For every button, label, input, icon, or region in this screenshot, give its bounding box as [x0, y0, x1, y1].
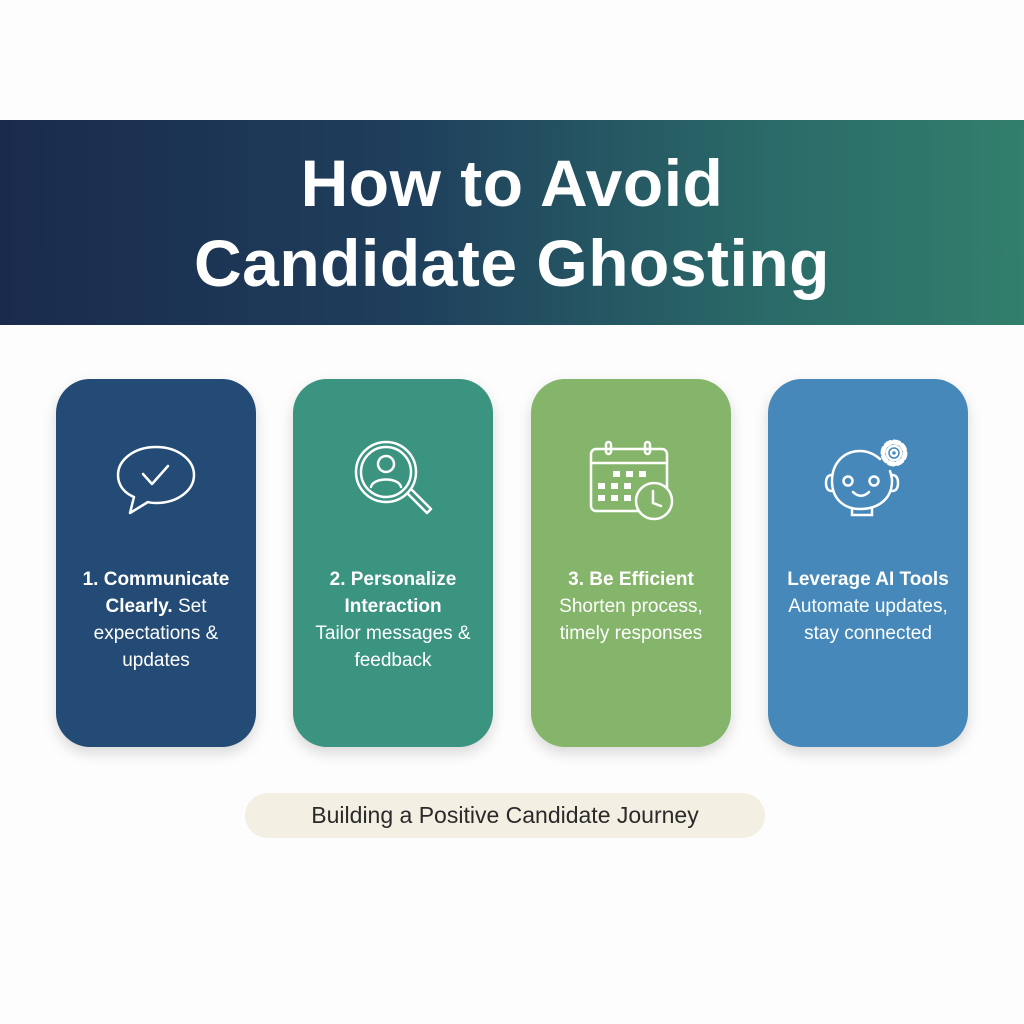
title-line-2: Candidate Ghosting — [194, 225, 830, 300]
card-title: 2. Personalize Interaction — [329, 569, 457, 617]
card-body: Automate updates, stay connected — [788, 596, 948, 644]
card-communicate: 1. Communicate Clearly. Set expectations… — [56, 379, 256, 747]
calendar-clock-icon — [589, 440, 674, 521]
card-title: 1. Communicate Clearly. — [82, 569, 230, 617]
title-line-1: How to Avoid — [300, 145, 724, 220]
card-body: Shorten process, timely responses — [559, 596, 703, 644]
card-body: Set expectations & updates — [93, 596, 219, 671]
card-title: 3. Be Efficient — [568, 569, 694, 590]
chat-check-icon — [116, 445, 196, 515]
search-user-icon — [354, 440, 433, 515]
footer-tagline: Building a Positive Candidate Journey — [245, 793, 765, 838]
robot-gear-icon — [824, 439, 908, 517]
card-title: Leverage AI Tools — [787, 569, 949, 590]
card-body: Tailor messages & feedback — [315, 623, 471, 671]
